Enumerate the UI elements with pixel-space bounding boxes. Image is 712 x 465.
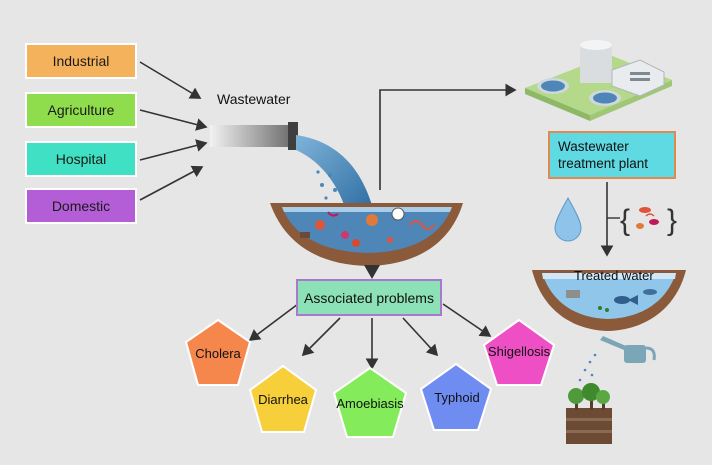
source-label: Agriculture [47,102,115,118]
svg-text:{: { [620,204,630,237]
source-agriculture: Agriculture [25,92,137,128]
treatment-plant-icon [525,40,672,121]
source-label: Hospital [55,151,107,167]
arrow-agriculture [139,109,208,131]
disease-cholera: Cholera [195,346,241,361]
water-stream-icon [296,135,372,210]
arrow-typhoid [402,317,439,357]
disease-amoebiasis: Amoebiasis [336,396,404,411]
pentagon-typhoid [419,362,493,431]
arrow-shigellosis [442,303,492,337]
pentagon-diarrhea [248,364,318,433]
basin-icon [270,203,463,266]
svg-text:}: } [667,204,677,237]
treated-basin-icon [532,270,686,331]
source-label: Domestic [51,198,111,214]
associated-problems-box: Associated problems [296,279,442,316]
disease-shigellosis: Shigellosis [487,344,551,359]
plants-icon [566,383,612,444]
water-drop-icon [554,196,582,242]
pipe-icon [210,122,298,150]
source-domestic: Domestic [25,188,137,224]
arrow-industrial [139,61,202,99]
arrow-cholera [248,303,299,341]
treatment-plant-label: Wastewater treatment plant [558,139,649,171]
treated-water-label: Treated water [574,268,654,283]
pentagon-amoebiasis [332,366,408,438]
watering-can-icon [578,336,656,382]
disease-typhoid: Typhoid [434,390,480,405]
arrow-domestic [139,165,204,201]
wastewater-label: Wastewater [217,91,291,107]
pentagon-shigellosis [482,318,556,386]
pentagon-cholera [184,318,252,386]
disease-shapes [184,318,556,438]
treatment-plant-box: Wastewater treatment plant [548,131,676,179]
disease-diarrhea: Diarrhea [258,392,308,407]
source-arrows [139,61,208,201]
source-industrial: Industrial [25,43,137,79]
disease-arrows [248,303,492,370]
associated-problems-label: Associated problems [304,289,434,306]
source-hospital: Hospital [25,141,137,177]
source-label: Industrial [52,53,110,69]
arrow-diarrhea [301,317,341,357]
microbe-icon: { } [620,204,677,237]
arrow-hospital [139,139,208,161]
arrow-to-plant [379,83,517,190]
